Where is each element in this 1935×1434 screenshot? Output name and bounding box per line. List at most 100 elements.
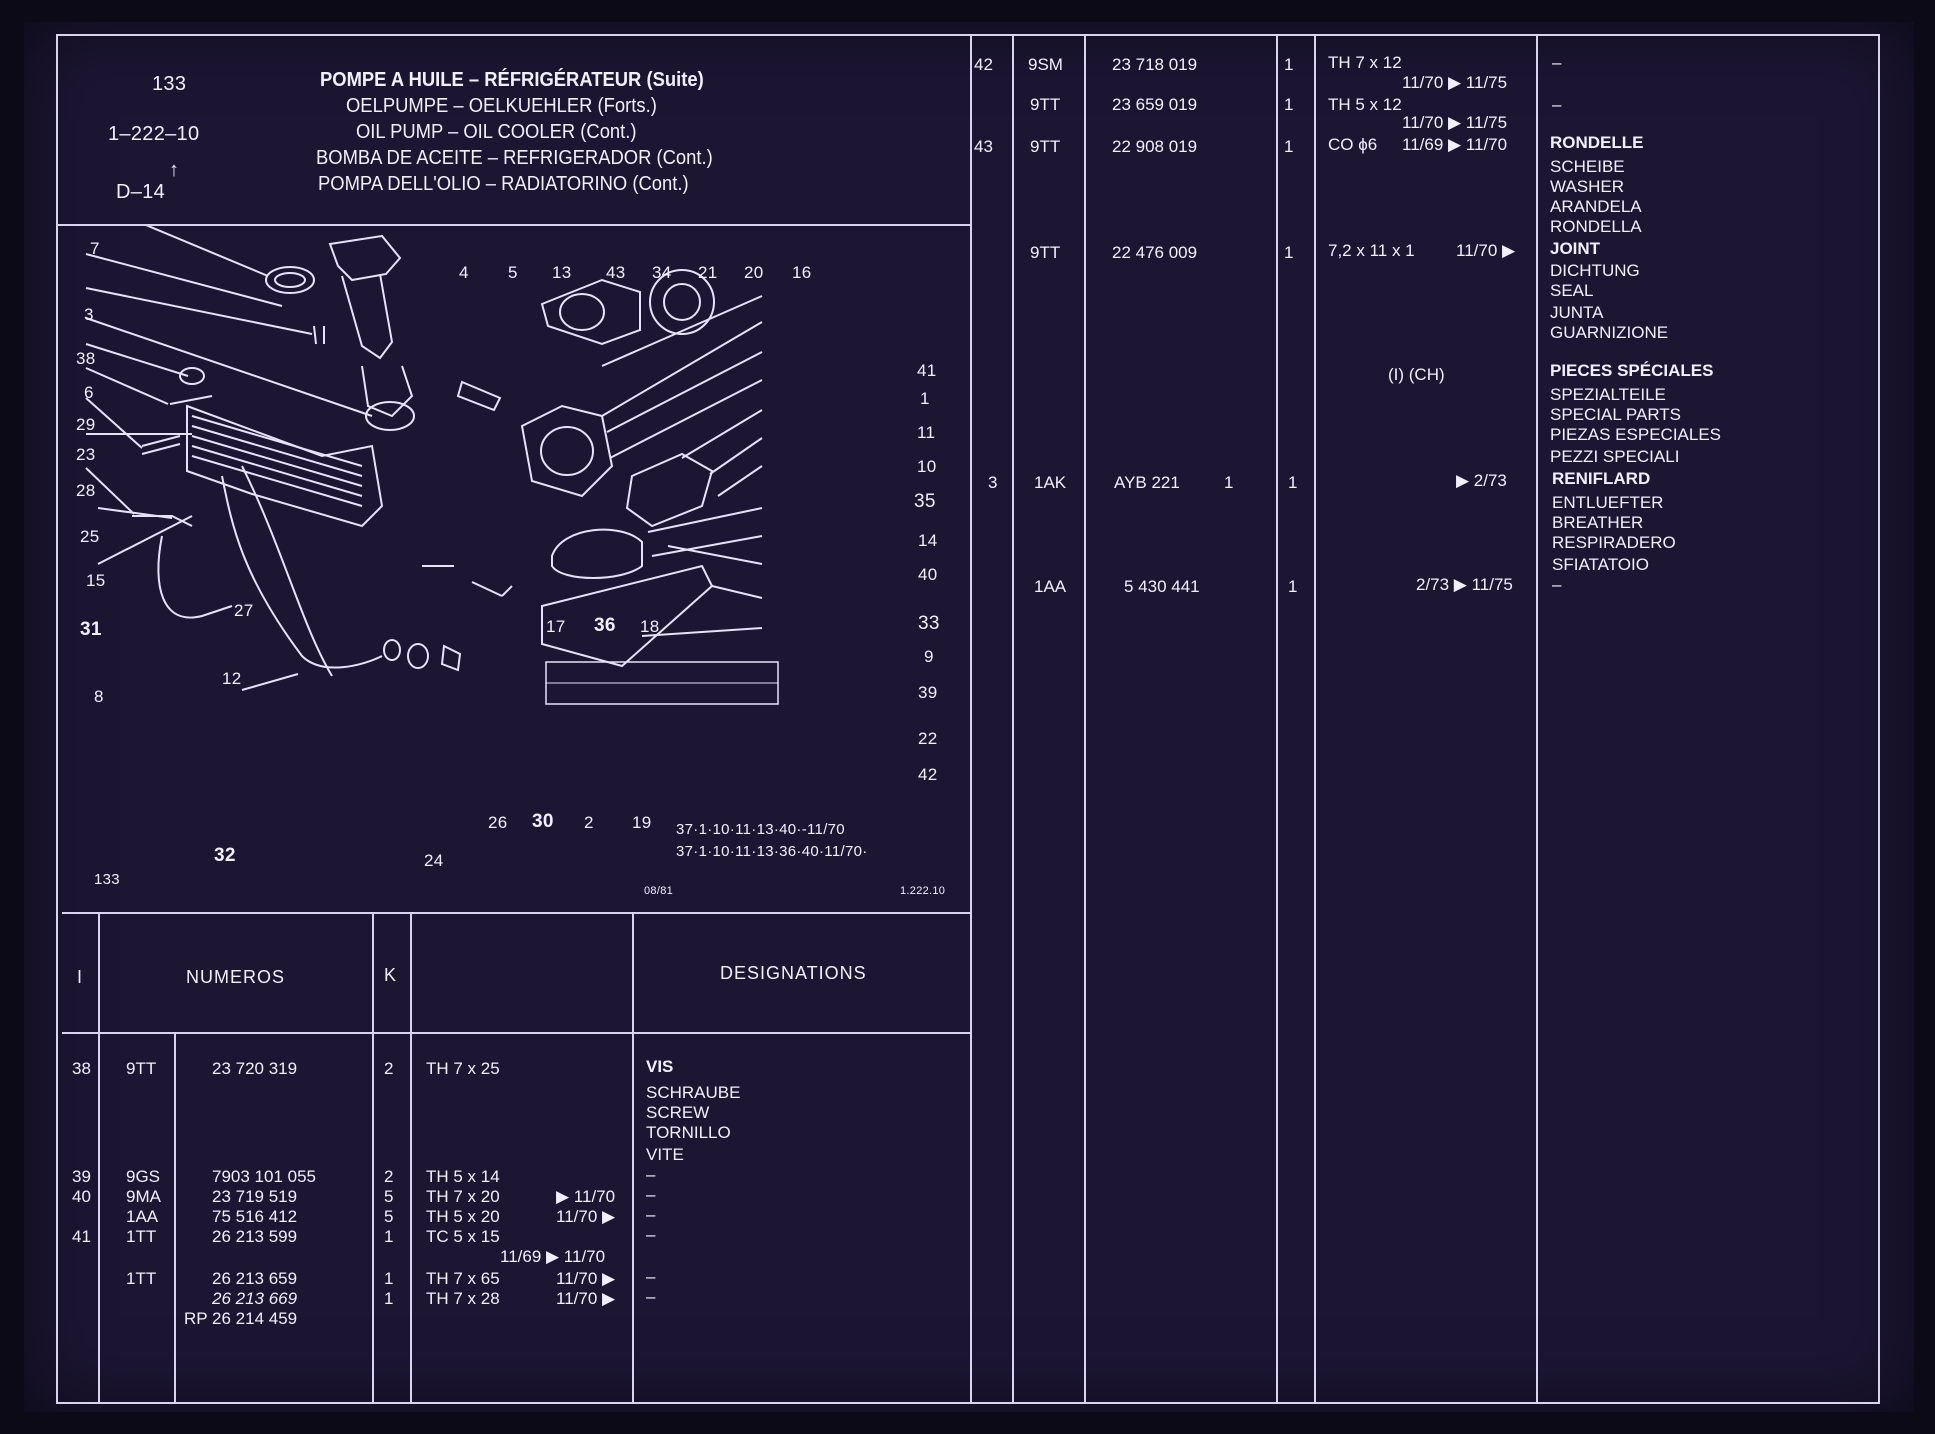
- title-de: OELPUMPE – OELKUEHLER (Forts.): [346, 95, 657, 117]
- hose-8-shape: [157, 535, 233, 619]
- leader-9: [651, 535, 763, 557]
- right-row-6-code: 1AA: [1034, 577, 1067, 596]
- right-row-5-desc-1: ENTLUEFTER: [1552, 493, 1664, 512]
- right-row-2-desc-3: ARANDELA: [1550, 197, 1642, 216]
- left-row-4-date: 11/69 ▶ 11/70: [500, 1247, 606, 1266]
- callout-16: 16: [792, 263, 812, 282]
- callout-8: 8: [94, 687, 104, 706]
- flange-6-shape: [365, 401, 415, 431]
- left-row-4-spec: TC 5 x 15: [426, 1227, 500, 1246]
- page-frame: [56, 34, 1880, 1404]
- header-divider: [56, 224, 970, 226]
- right-row-5-desc-2: BREATHER: [1552, 513, 1644, 532]
- right-row-4-desc-1: SPEZIALTEILE: [1550, 385, 1666, 404]
- right-row-0-desc-0: –: [1552, 53, 1562, 72]
- left-row-1-qty: 2: [384, 1167, 394, 1186]
- fitting-2-shape: [440, 644, 462, 672]
- oil-filler-shape: [328, 234, 402, 282]
- sleeve-5-shape: [456, 380, 502, 412]
- left-row-5-num: 26 213 659: [212, 1269, 298, 1288]
- leader-31: [97, 507, 173, 519]
- hose-32-shape: [241, 465, 333, 677]
- left-col-line-2: [174, 1032, 176, 1404]
- right-row-3-qty: 1: [1284, 243, 1294, 262]
- leader-8: [97, 515, 193, 565]
- right-row-2-spec: CO ϕ6: [1328, 135, 1378, 154]
- right-row-0-qty: 1: [1284, 55, 1294, 74]
- leader-28: [85, 397, 143, 449]
- left-row-6-date: 11/70 ▶: [556, 1289, 616, 1308]
- right-row-3-code: 9TT: [1030, 243, 1061, 262]
- callout-2: 2: [584, 813, 594, 832]
- left-row-5-code: 1TT: [126, 1269, 157, 1288]
- left-row-6-num: 26 213 669: [212, 1289, 298, 1308]
- right-row-4-desc-4: PEZZI SPECIALI: [1550, 447, 1680, 466]
- nut-29-shape: [179, 367, 205, 385]
- right-row-6-num: 5 430 441: [1124, 577, 1200, 596]
- left-row-3-code: 1AA: [126, 1207, 159, 1226]
- leader-6: [85, 317, 373, 417]
- right-row-3-desc-4: GUARNIZIONE: [1550, 323, 1669, 342]
- leader-29: [85, 343, 189, 377]
- right-row-4-desc-0: PIECES SPÉCIALES: [1550, 361, 1714, 380]
- right-row-5-date: ▶ 2/73: [1456, 471, 1507, 490]
- applicability-line-1: 37·1·10·11·13·40·-11/70: [676, 821, 845, 838]
- left-row-4-num: 26 213 599: [212, 1227, 298, 1246]
- left-col-line-4: [410, 912, 412, 1404]
- bolt-23-shape: [169, 395, 213, 405]
- left-row-5-desc-0: –: [646, 1267, 656, 1286]
- title-fr: POMPE A HUILE – RÉFRIGÉRATEUR (Suite): [320, 69, 704, 91]
- leader-38: [85, 287, 313, 335]
- leader-22: [711, 585, 763, 599]
- clip-33-shape: [551, 528, 643, 579]
- callout-31: 31: [80, 619, 102, 640]
- callout-9: 9: [924, 647, 934, 666]
- right-row-5-num2: 1: [1224, 473, 1234, 492]
- callout-25: 25: [80, 527, 100, 546]
- right-row-1-qty: 1: [1284, 95, 1294, 114]
- filter-16-shape: [649, 269, 715, 335]
- right-row-0-idx: 42: [974, 55, 993, 74]
- right-row-6-date: 2/73 ▶ 11/75: [1416, 575, 1513, 594]
- right-row-5-idx: 3: [988, 473, 998, 492]
- right-row-5-qty: 1: [1288, 473, 1298, 492]
- diagram-svg: [85, 226, 779, 705]
- right-row-2-date: 11/69 ▶ 11/70: [1402, 135, 1508, 154]
- right-col-line-3: [1276, 34, 1278, 1404]
- washer-30-shape: [407, 643, 429, 669]
- callout-41: 41: [917, 361, 937, 380]
- left-row-3-num: 75 516 412: [212, 1207, 298, 1226]
- cooler-fins-shape: [191, 415, 363, 507]
- leader-23: [85, 367, 169, 405]
- right-row-2-qty: 1: [1284, 137, 1294, 156]
- callout-42: 42: [918, 765, 938, 784]
- date-code: 08/81: [644, 885, 674, 897]
- left-row-6-spec: TH 7 x 28: [426, 1289, 500, 1308]
- callout-28: 28: [76, 481, 96, 500]
- callout-6: 6: [84, 383, 94, 402]
- pump-housing-shape: [520, 404, 614, 498]
- left-row-3-desc-0: –: [646, 1205, 656, 1224]
- right-row-2-desc-1: SCHEIBE: [1550, 157, 1625, 176]
- hose-15-shape: [132, 515, 193, 527]
- leader-14: [709, 437, 763, 475]
- cover-14-shape: [625, 452, 714, 528]
- left-row-0-desc-1: SCHRAUBE: [646, 1083, 741, 1102]
- left-row-4-qty: 1: [384, 1227, 394, 1246]
- right-row-2-desc-0: RONDELLE: [1550, 133, 1644, 152]
- section-arrow-icon: ↑: [169, 159, 180, 181]
- right-row-2-num: 22 908 019: [1112, 137, 1198, 156]
- right-row-3-spec: 7,2 x 11 x 1: [1328, 241, 1415, 260]
- right-row-3-desc-0: JOINT: [1550, 239, 1601, 258]
- left-row-5-date: 11/70 ▶: [556, 1269, 616, 1288]
- callout-15: 15: [86, 571, 106, 590]
- plate-label: 133: [94, 871, 120, 888]
- oil-cooler-shape: [186, 404, 384, 528]
- callout-10: 10: [917, 457, 937, 476]
- left-row-2-date: ▶ 11/70: [556, 1187, 616, 1206]
- right-row-5-desc-0: RENIFLARD: [1552, 469, 1651, 488]
- left-row-1-code: 9GS: [126, 1167, 161, 1186]
- callout-14: 14: [918, 531, 938, 550]
- left-row-0-code: 9TT: [126, 1059, 157, 1078]
- ref-small: 1.222.10: [900, 885, 946, 897]
